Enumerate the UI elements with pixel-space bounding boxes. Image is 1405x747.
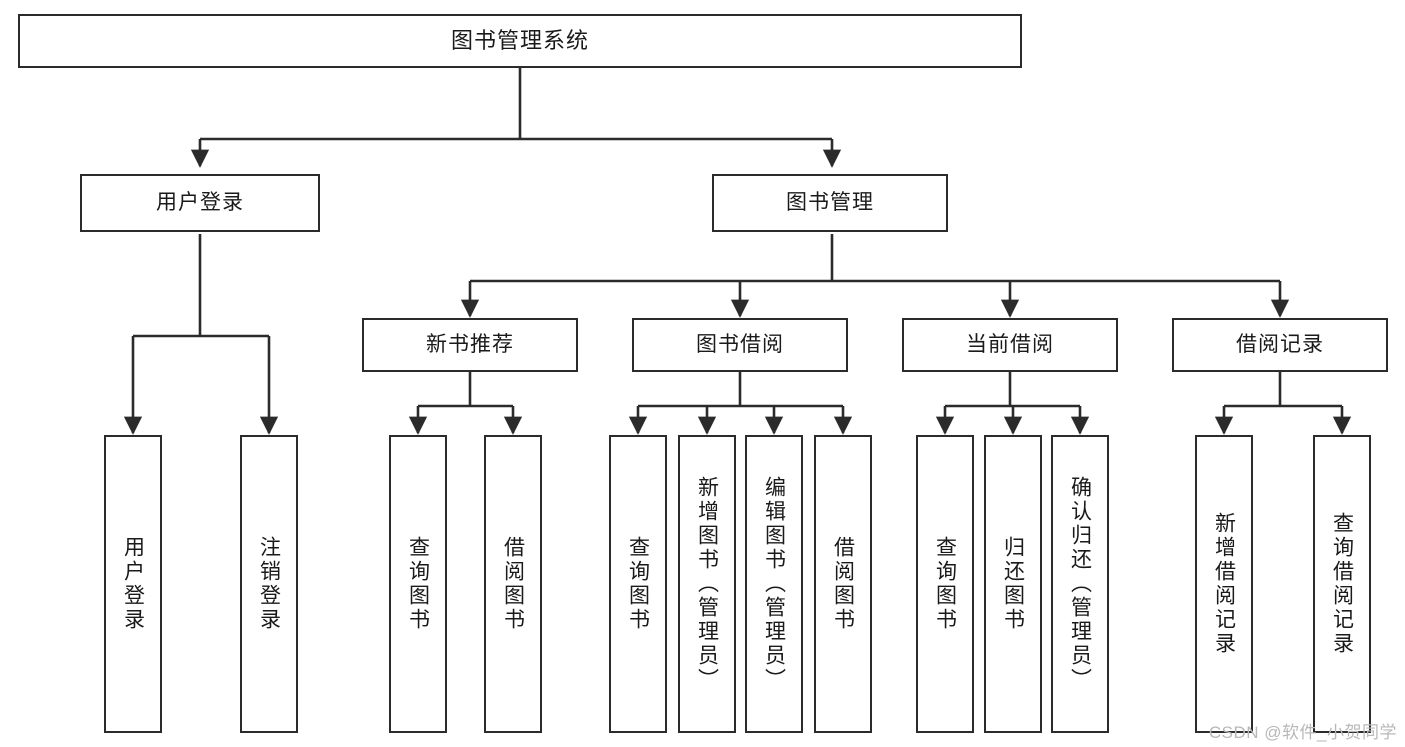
node-label: 用户登录 xyxy=(121,536,145,632)
node-borrowing-records[interactable]: 借阅记录 xyxy=(1172,318,1388,372)
node-user-login[interactable]: 用户登录 xyxy=(80,174,320,232)
node-book-borrowing[interactable]: 图书借阅 xyxy=(632,318,848,372)
node-label: 查询借阅记录 xyxy=(1330,512,1354,656)
leaf-add-borrow-record[interactable]: 新增借阅记录 xyxy=(1195,435,1253,733)
node-label: 查询图书 xyxy=(626,536,650,632)
node-label: 图书管理 xyxy=(786,190,874,214)
leaf-query-books-current[interactable]: 查询图书 xyxy=(916,435,974,733)
node-new-book-recommendation[interactable]: 新书推荐 xyxy=(362,318,578,372)
leaf-user-login[interactable]: 用户登录 xyxy=(104,435,162,733)
node-label: 新增借阅记录 xyxy=(1212,512,1236,656)
leaf-borrow-books-new[interactable]: 借阅图书 xyxy=(484,435,542,733)
node-label: 用户登录 xyxy=(156,190,244,214)
node-book-management[interactable]: 图书管理 xyxy=(712,174,948,232)
leaf-logout[interactable]: 注销登录 xyxy=(240,435,298,733)
node-label: 查询图书 xyxy=(933,536,957,632)
node-label: 编辑图书（管理员） xyxy=(762,476,786,692)
leaf-query-borrow-record[interactable]: 查询借阅记录 xyxy=(1313,435,1371,733)
leaf-query-books-new[interactable]: 查询图书 xyxy=(389,435,447,733)
node-label: 新增图书（管理员） xyxy=(695,476,719,692)
leaf-edit-book-admin[interactable]: 编辑图书（管理员） xyxy=(745,435,803,733)
leaf-confirm-return-admin[interactable]: 确认归还（管理员） xyxy=(1051,435,1109,733)
node-label: 图书借阅 xyxy=(696,332,784,356)
node-label: 归还图书 xyxy=(1001,536,1025,632)
node-root-library-management-system[interactable]: 图书管理系统 xyxy=(18,14,1022,68)
node-current-borrowing[interactable]: 当前借阅 xyxy=(902,318,1118,372)
node-label: 借阅图书 xyxy=(501,536,525,632)
node-label: 借阅记录 xyxy=(1236,332,1324,356)
node-label: 图书管理系统 xyxy=(450,27,589,53)
csdn-watermark: CSDN @软件_小贺同学 xyxy=(1208,723,1397,742)
leaf-add-book-admin[interactable]: 新增图书（管理员） xyxy=(678,435,736,733)
node-label: 当前借阅 xyxy=(966,332,1054,356)
node-label: 确认归还（管理员） xyxy=(1068,476,1092,692)
node-label: 新书推荐 xyxy=(426,332,514,356)
leaf-query-books-borrow[interactable]: 查询图书 xyxy=(609,435,667,733)
leaf-borrow-books[interactable]: 借阅图书 xyxy=(814,435,872,733)
node-label: 查询图书 xyxy=(406,536,430,632)
leaf-return-books[interactable]: 归还图书 xyxy=(984,435,1042,733)
node-label: 借阅图书 xyxy=(831,536,855,632)
node-label: 注销登录 xyxy=(257,536,281,632)
